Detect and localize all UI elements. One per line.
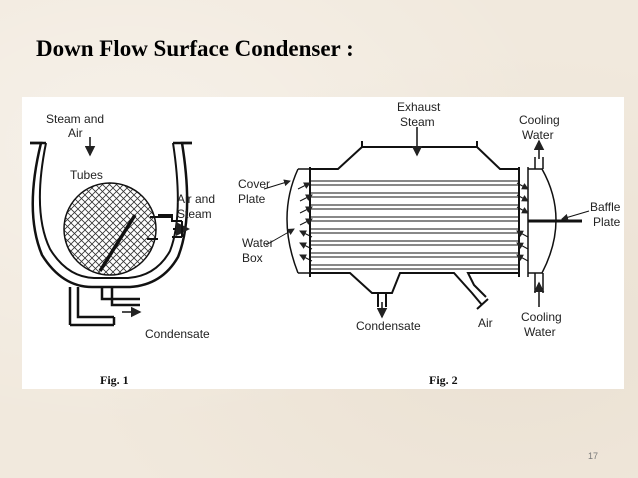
fig2-shell-top [310,146,519,170]
fig1-label-steam-and-air: Steam and [46,112,104,126]
fig1-label-air-and-steam: Air and [177,192,215,206]
fig1-baffle [98,214,137,272]
fig2-label-baffle-plate: Plate [593,215,621,229]
fig2-label-cooling-top: Cooling [519,113,560,127]
fig1-condensate-pipe [68,287,140,325]
fig1-label-tubes: Tubes [70,168,103,182]
fig2-tubes [310,180,519,270]
fig1-label-condensate: Condensate [145,327,210,341]
condenser-diagram: Steam and Air Tubes Air and Steam Conden… [30,100,621,387]
fig1-label-air: Air [68,126,83,140]
fig1-air-outlet-pipe [147,214,182,240]
fig1-tube-bundle [63,182,157,276]
fig2-left-flow-arrows [297,182,313,262]
fig1-shell-outer [30,141,192,289]
fig2-shell-bottom [310,272,519,306]
fig2-label-cover: Cover [238,177,270,191]
fig2-label-water: Water [242,236,274,250]
fig2-diagram: Exhaust Steam Cooling Water Cover Plate … [238,100,621,387]
fig2-label-box: Box [242,251,263,265]
fig2-label-exhaust-steam: Steam [400,115,435,129]
fig1-label-steam: Steam [177,207,212,221]
fig2-label-water-bottom: Water [524,325,556,339]
fig2-right-flow-arrows [516,182,529,262]
fig2-cooling-water-inlet [533,273,545,307]
fig1-diagram: Steam and Air Tubes Air and Steam Conden… [30,112,215,387]
fig2-label-water-top: Water [522,128,554,142]
fig1-shell-inner [38,142,179,279]
fig2-caption: Fig. 2 [429,373,458,387]
fig2-label-condensate: Condensate [356,319,421,333]
fig2-label-baffle: Baffle [590,200,621,214]
fig2-left-water-box [286,168,299,274]
fig2-label-cover-plate: Plate [238,192,266,206]
figure-panel: Steam and Air Tubes Air and Steam Conden… [22,97,624,389]
fig2-label-exhaust: Exhaust [397,100,441,114]
fig2-cooling-water-outlet [533,139,545,169]
fig2-label-air: Air [478,316,493,330]
page-number: 17 [588,451,599,461]
fig1-caption: Fig. 1 [100,373,129,387]
slide-title: Down Flow Surface Condenser : [36,36,354,61]
fig2-label-cooling-bottom: Cooling [521,310,562,324]
